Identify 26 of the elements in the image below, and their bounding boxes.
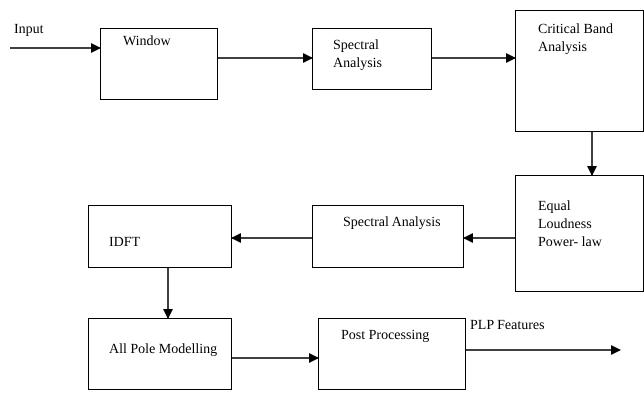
- box-label: Post Processing: [341, 327, 430, 345]
- arrow: [463, 233, 515, 243]
- process-box: [88, 205, 232, 268]
- arrow: [231, 233, 312, 243]
- arrow: [587, 132, 597, 176]
- box-label: Spectral Analysis: [343, 214, 442, 232]
- arrow: [10, 43, 101, 53]
- process-box: [88, 318, 232, 390]
- process-box: [312, 205, 464, 268]
- arrow: [218, 53, 313, 63]
- process-box: [515, 10, 644, 132]
- process-box: [312, 28, 432, 90]
- arrow: [466, 345, 621, 355]
- box-label: Spectral Analysis: [333, 37, 383, 74]
- arrow: [432, 53, 516, 63]
- process-box: [318, 318, 466, 390]
- box-label: All Pole Modelling: [109, 341, 218, 359]
- arrow: [232, 353, 319, 363]
- process-box: [100, 28, 218, 100]
- box-label: Equal Loudness Power- law: [538, 198, 603, 252]
- arrow: [163, 268, 173, 319]
- box-label: IDFT: [109, 234, 142, 252]
- edge-label: Input: [14, 22, 44, 38]
- box-label: Window: [123, 33, 172, 51]
- process-box: [515, 175, 644, 292]
- box-label: Critical Band Analysis: [538, 21, 614, 58]
